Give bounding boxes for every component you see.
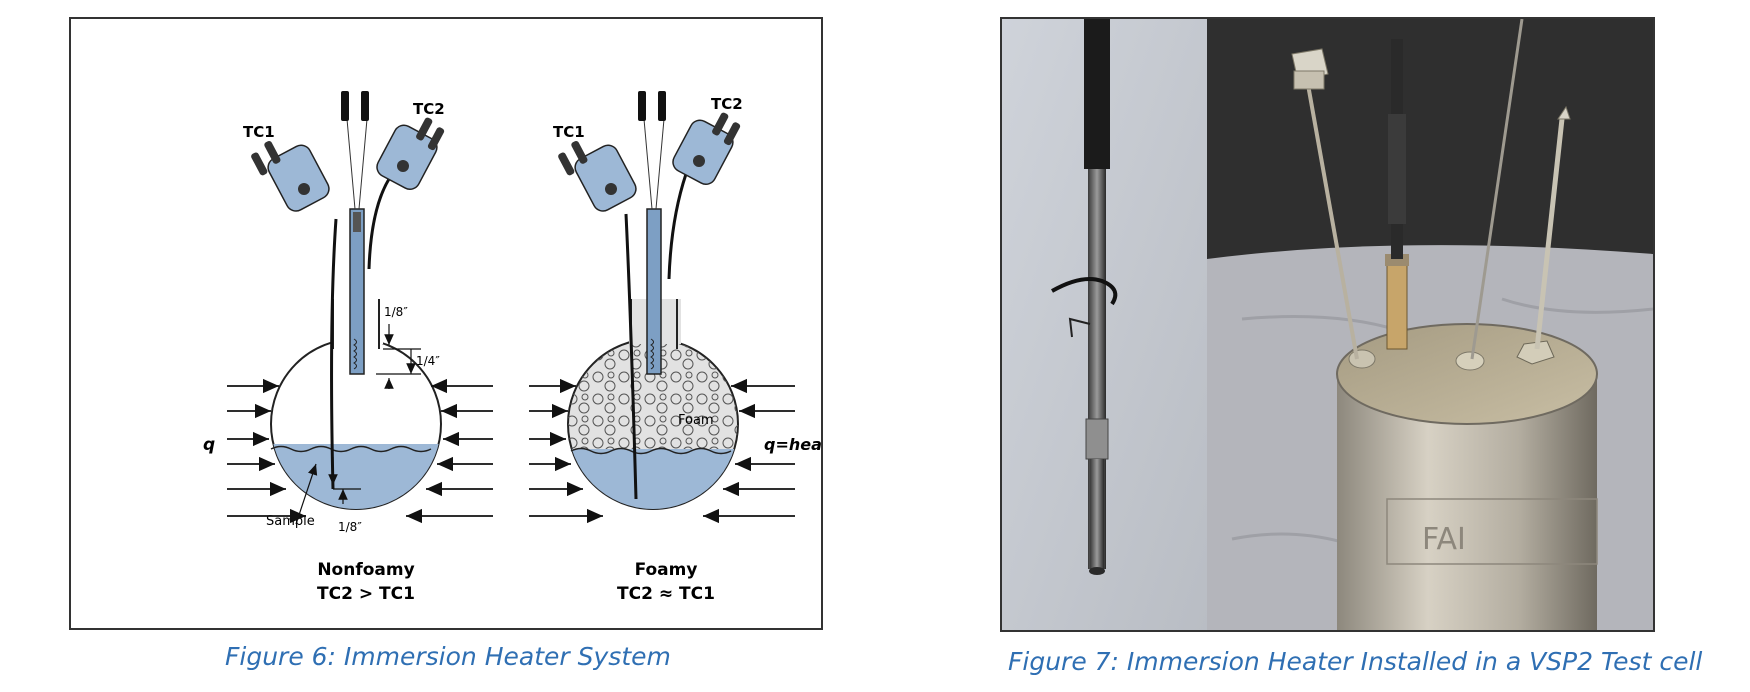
foamy-heater-probe <box>638 91 666 375</box>
nonfoamy-tc1-label: TC1 <box>243 123 275 141</box>
nonfoamy-relation: TC2 > TC1 <box>317 584 415 604</box>
figure6-caption: Figure 6: Immersion Heater System <box>225 642 671 671</box>
foamy-tc2-label: TC2 <box>711 95 743 113</box>
nonfoamy-dim-side: 1/4″ <box>416 354 440 368</box>
heater-probe-photo <box>1002 19 1207 630</box>
immersion-heater-photo: FAI <box>1002 19 1653 630</box>
nonfoamy-heater-probe <box>341 91 369 375</box>
figure7-photo: FAI <box>1000 17 1655 632</box>
foamy-relation: TC2 ≈ TC1 <box>617 584 715 604</box>
nonfoamy-title: Nonfoamy <box>317 560 414 580</box>
nonfoamy-dim-bottom: 1/8″ <box>338 520 362 534</box>
foamy-title: Foamy <box>635 560 698 580</box>
immersion-heater-diagram: TC1 TC2 1/8 <box>203 91 831 604</box>
nonfoamy-q-label: q <box>203 435 215 455</box>
foam-label: Foam <box>678 413 714 428</box>
nonfoamy-tc2-plug: TC2 <box>367 100 445 270</box>
foamy-tc2-plug: TC2 <box>667 95 743 280</box>
vsp2-test-cell-photo: FAI <box>1207 19 1653 630</box>
nonfoamy-dim-top: 1/8″ <box>384 305 408 319</box>
foamy-heat-arrows <box>529 378 795 524</box>
cell-logo-text: FAI <box>1422 522 1466 557</box>
nonfoamy-diagram: TC1 TC2 1/8 <box>203 91 493 604</box>
foamy-tc1-plug: TC1 <box>553 123 638 500</box>
nonfoamy-heat-arrows <box>227 378 493 524</box>
foamy-tc1-label: TC1 <box>553 123 585 141</box>
foamy-q-heat-label: q=heat <box>764 435 821 454</box>
figure6-panel: TC1 TC2 1/8 <box>69 17 831 630</box>
foamy-diagram: TC1 TC2 Foam q=heat <box>529 91 831 604</box>
nonfoamy-tc1-plug: TC1 <box>243 123 338 490</box>
nonfoamy-tc2-label: TC2 <box>413 100 445 118</box>
figure7-caption: Figure 7: Immersion Heater Installed in … <box>1008 647 1703 676</box>
